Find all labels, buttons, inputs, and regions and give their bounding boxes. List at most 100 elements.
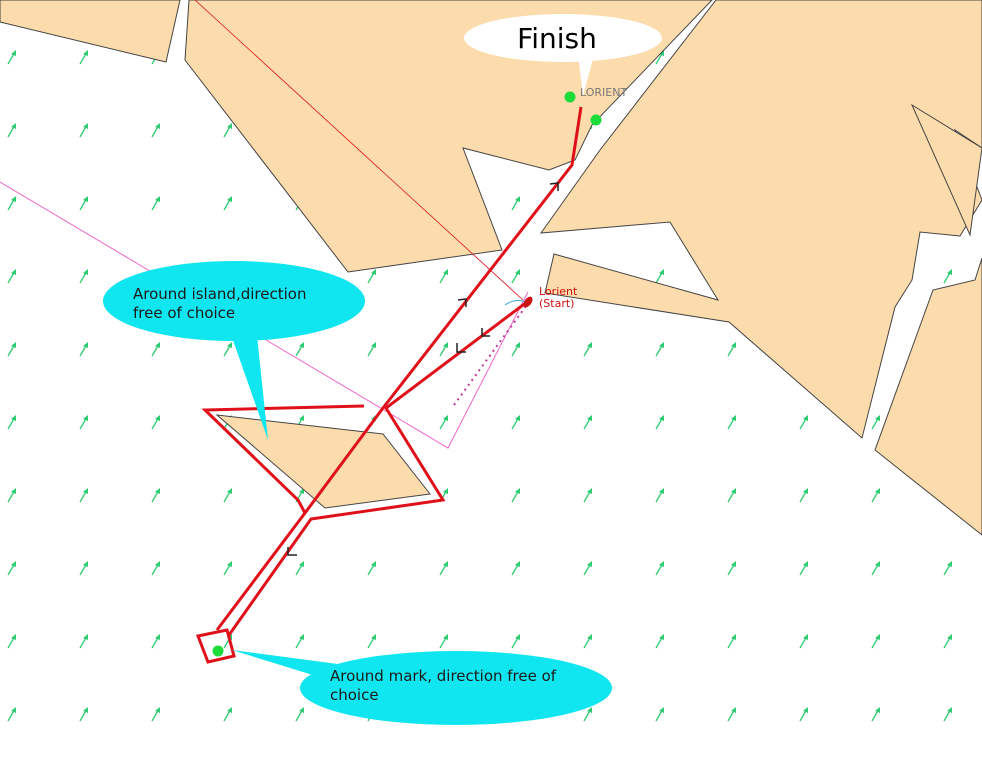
wind-arrow-icon [583, 707, 592, 722]
heading-chevron-icon [481, 328, 490, 337]
wind-arrow-icon [79, 50, 88, 65]
wind-arrow-icon [367, 269, 376, 284]
wind-arrow-icon [511, 415, 520, 430]
land-east-islet [910, 103, 982, 237]
wind-arrow-icon [583, 488, 592, 503]
start-label-name: Lorient [539, 285, 578, 298]
wind-arrow-icon [727, 634, 736, 649]
island-callout-bubble [103, 261, 365, 341]
wind-arrow-icon [583, 342, 592, 357]
mark-callout-line1: Around mark, direction free of [330, 667, 557, 685]
island-callout-tail [228, 326, 268, 440]
finish-callout-text: Finish [517, 22, 597, 55]
wind-arrow-icon [583, 415, 592, 430]
route [195, 106, 583, 664]
start-dotted-track [453, 305, 527, 406]
waypoint-dot-icon[interactable] [212, 645, 224, 657]
wind-arrow-icon [727, 561, 736, 576]
wind-arrow-icon [7, 269, 16, 284]
wind-arrow-icon [655, 634, 664, 649]
wind-arrow-icon [871, 488, 880, 503]
start-label-note: (Start) [539, 297, 574, 310]
island-south [215, 414, 431, 509]
boat-hull [523, 296, 533, 308]
wind-arrow-icon [943, 561, 952, 576]
wind-arrow-icon [295, 561, 304, 576]
wind-arrow-icon [655, 415, 664, 430]
wind-arrow-icon [799, 488, 808, 503]
wind-arrow-icon [7, 707, 16, 722]
wind-arrow-icon [151, 561, 160, 576]
wind-arrow-icon [727, 488, 736, 503]
land-east-mainland [539, 0, 982, 439]
wind-arrow-icon [871, 415, 880, 430]
wind-arrow-icon [223, 707, 232, 722]
wind-arrow-icon [223, 561, 232, 576]
mark-callout: Around mark, direction free of choice [232, 650, 612, 725]
island-callout-line1: Around island,direction [133, 285, 306, 303]
wind-arrow-icon [151, 123, 160, 138]
wind-arrow-icon [871, 561, 880, 576]
route-around-mark [195, 628, 236, 664]
wind-arrow-icon [439, 561, 448, 576]
wind-arrow-icon [871, 707, 880, 722]
waypoint-dot-icon[interactable] [564, 91, 576, 103]
wind-arrow-icon [943, 269, 952, 284]
wind-arrow-icon [79, 123, 88, 138]
layline-thin-red [194, 0, 524, 301]
wind-arrow-icon [79, 269, 88, 284]
wind-arrow-icon [7, 196, 16, 211]
heading-chevron-icon [287, 547, 297, 556]
mark-callout-line2: choice [330, 686, 379, 704]
wind-arrow-icon [151, 488, 160, 503]
finish-callout-bubble [464, 14, 662, 62]
wind-arrow-icon [439, 415, 448, 430]
wind-arrow-icon [439, 342, 448, 357]
heading-chevron-icon [457, 298, 467, 307]
wind-arrow-icon [223, 342, 232, 357]
heading-chevron-icon [549, 182, 559, 191]
wind-arrow-icon [655, 342, 664, 357]
wind-arrow-icon [151, 634, 160, 649]
wind-arrow-icon [799, 561, 808, 576]
wind-arrow-icon [79, 561, 88, 576]
wind-arrow-icon [151, 196, 160, 211]
wind-arrow-icon [655, 707, 664, 722]
wind-arrow-icon [295, 342, 304, 357]
wind-arrow-icon [511, 561, 520, 576]
wind-arrow-icon [511, 634, 520, 649]
waypoints [212, 91, 602, 657]
island-callout: Around island,direction free of choice [103, 261, 365, 440]
boat-marker-icon[interactable] [504, 295, 534, 309]
heading-markers [287, 182, 559, 556]
wind-arrow-icon [583, 634, 592, 649]
wind-arrow-icon [583, 561, 592, 576]
land-east-coast [874, 257, 982, 536]
finish-callout: Finish [464, 14, 662, 96]
wind-arrow-icon [151, 342, 160, 357]
wind-arrow-icon [223, 488, 232, 503]
finish-callout-tail [578, 55, 594, 96]
wind-arrow-icon [511, 342, 520, 357]
wind-arrow-icon [799, 634, 808, 649]
wind-arrow-icon [943, 707, 952, 722]
wind-arrow-icon [871, 634, 880, 649]
waypoint-dot-icon[interactable] [590, 114, 602, 126]
wind-arrow-icon [7, 561, 16, 576]
route-main-leg [215, 106, 583, 631]
heading-chevron-icon [456, 343, 466, 353]
wind-arrow-icon [367, 342, 376, 357]
route-return-leg [227, 300, 528, 636]
wind-arrow-icon [7, 488, 16, 503]
wind-arrow-icon [295, 634, 304, 649]
wind-arrow-icon [439, 634, 448, 649]
wind-arrow-icon [79, 707, 88, 722]
wind-arrow-icon [655, 561, 664, 576]
wind-arrow-icon [7, 634, 16, 649]
wind-arrow-icon [511, 488, 520, 503]
wind-arrow-icon [655, 488, 664, 503]
wind-arrow-icon [367, 561, 376, 576]
wind-arrow-icon [799, 415, 808, 430]
wind-arrow-icon [151, 415, 160, 430]
